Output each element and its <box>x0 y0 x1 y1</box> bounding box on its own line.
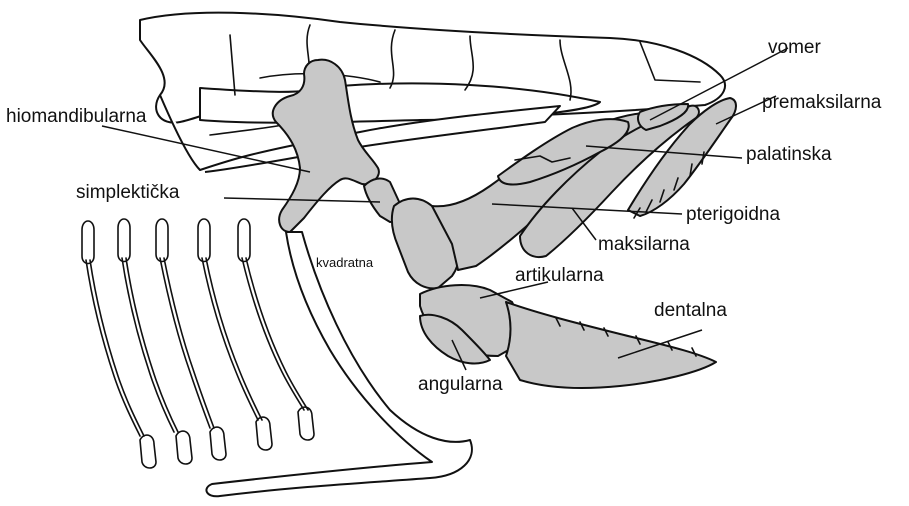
label-kvadratna: kvadratna <box>316 256 373 269</box>
label-pterigoidna: pterigoidna <box>686 205 780 224</box>
label-simplekticka: simplektička <box>76 183 179 202</box>
label-dentalna: dentalna <box>654 301 727 320</box>
label-palatinska: palatinska <box>746 145 832 164</box>
label-artikularna: artikularna <box>515 266 604 285</box>
label-hiomandibularna: hiomandibularna <box>6 107 147 126</box>
label-angularna: angularna <box>418 375 503 394</box>
gill-rakers <box>82 219 314 468</box>
label-premaksilarna: premaksilarna <box>762 93 881 112</box>
label-maksilarna: maksilarna <box>598 235 690 254</box>
label-vomer: vomer <box>768 38 821 57</box>
